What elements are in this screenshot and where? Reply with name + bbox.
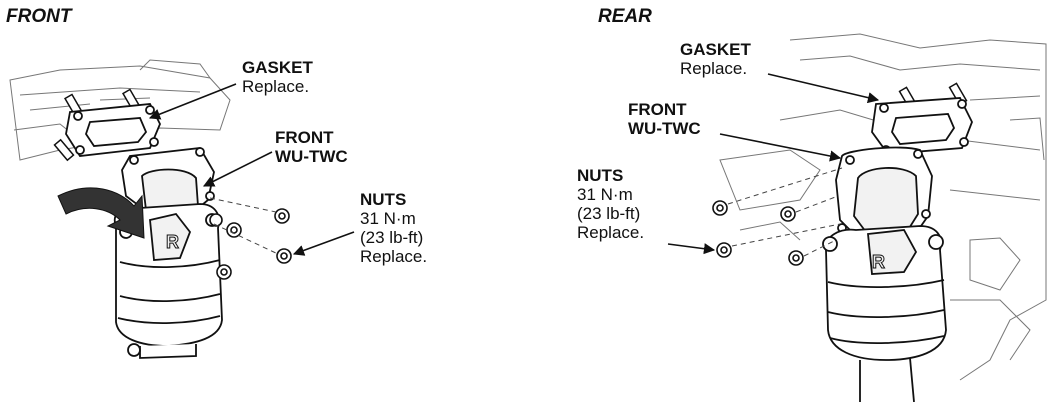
rear-wutwc-label: FRONT WU-TWC [628, 100, 701, 138]
front-nuts-label: NUTS 31 N·m (23 lb-ft) Replace. [360, 190, 427, 266]
front-wutwc-line1: FRONT [275, 128, 334, 147]
rear-nuts [712, 200, 804, 266]
front-gasket-name: GASKET [242, 58, 313, 77]
front-nuts-leader [292, 231, 355, 256]
rear-converter-body [822, 225, 947, 402]
rear-nuts-note: Replace. [577, 223, 645, 242]
front-gasket-label: GASKET Replace. [242, 58, 313, 96]
front-nuts-note: Replace. [360, 247, 428, 266]
front-nuts-torque: 31 N·m [360, 209, 416, 228]
rear-panel-title: REAR [598, 6, 652, 27]
front-panel-title: FRONT [6, 6, 72, 27]
rear-nuts-torque-imperial: (23 lb-ft) [577, 204, 641, 223]
rear-gasket-name: GASKET [680, 40, 751, 59]
front-gasket-note: Replace. [242, 77, 310, 96]
rear-gasket-leader [767, 73, 880, 104]
front-wutwc-label: FRONT WU-TWC [275, 128, 348, 166]
front-direction-arrow [57, 187, 145, 239]
rear-stud-guides [727, 167, 843, 257]
front-nuts [209, 208, 292, 280]
front-gasket [65, 103, 161, 157]
rear-gasket-label: GASKET Replace. [680, 40, 751, 78]
rear-gasket-note: Replace. [680, 59, 748, 78]
front-stud-guides [209, 197, 279, 255]
rear-nuts-torque: 31 N·m [577, 185, 633, 204]
rear-wu-twc [835, 146, 933, 241]
front-nuts-name: NUTS [360, 190, 407, 209]
front-wutwc-leader [202, 151, 273, 187]
rear-converter-mark: R [872, 252, 885, 272]
front-wutwc-line2: WU-TWC [275, 147, 348, 166]
front-converter-mark: R [166, 232, 179, 252]
front-engine-block [9, 59, 231, 161]
rear-gasket [871, 97, 973, 155]
rear-nuts-label: NUTS 31 N·m (23 lb-ft) Replace. [577, 166, 644, 242]
front-wu-twc [121, 147, 215, 241]
rear-nuts-name: NUTS [577, 166, 624, 185]
rear-engine-block [719, 33, 1047, 381]
rear-wutwc-line1: FRONT [628, 100, 687, 119]
front-nuts-torque-imperial: (23 lb-ft) [360, 228, 424, 247]
front-converter-body [113, 203, 223, 359]
rear-wutwc-leader [719, 133, 842, 162]
front-gasket-leader [148, 83, 237, 120]
rear-nuts-leader [667, 243, 716, 255]
rear-wutwc-line2: WU-TWC [628, 119, 701, 138]
